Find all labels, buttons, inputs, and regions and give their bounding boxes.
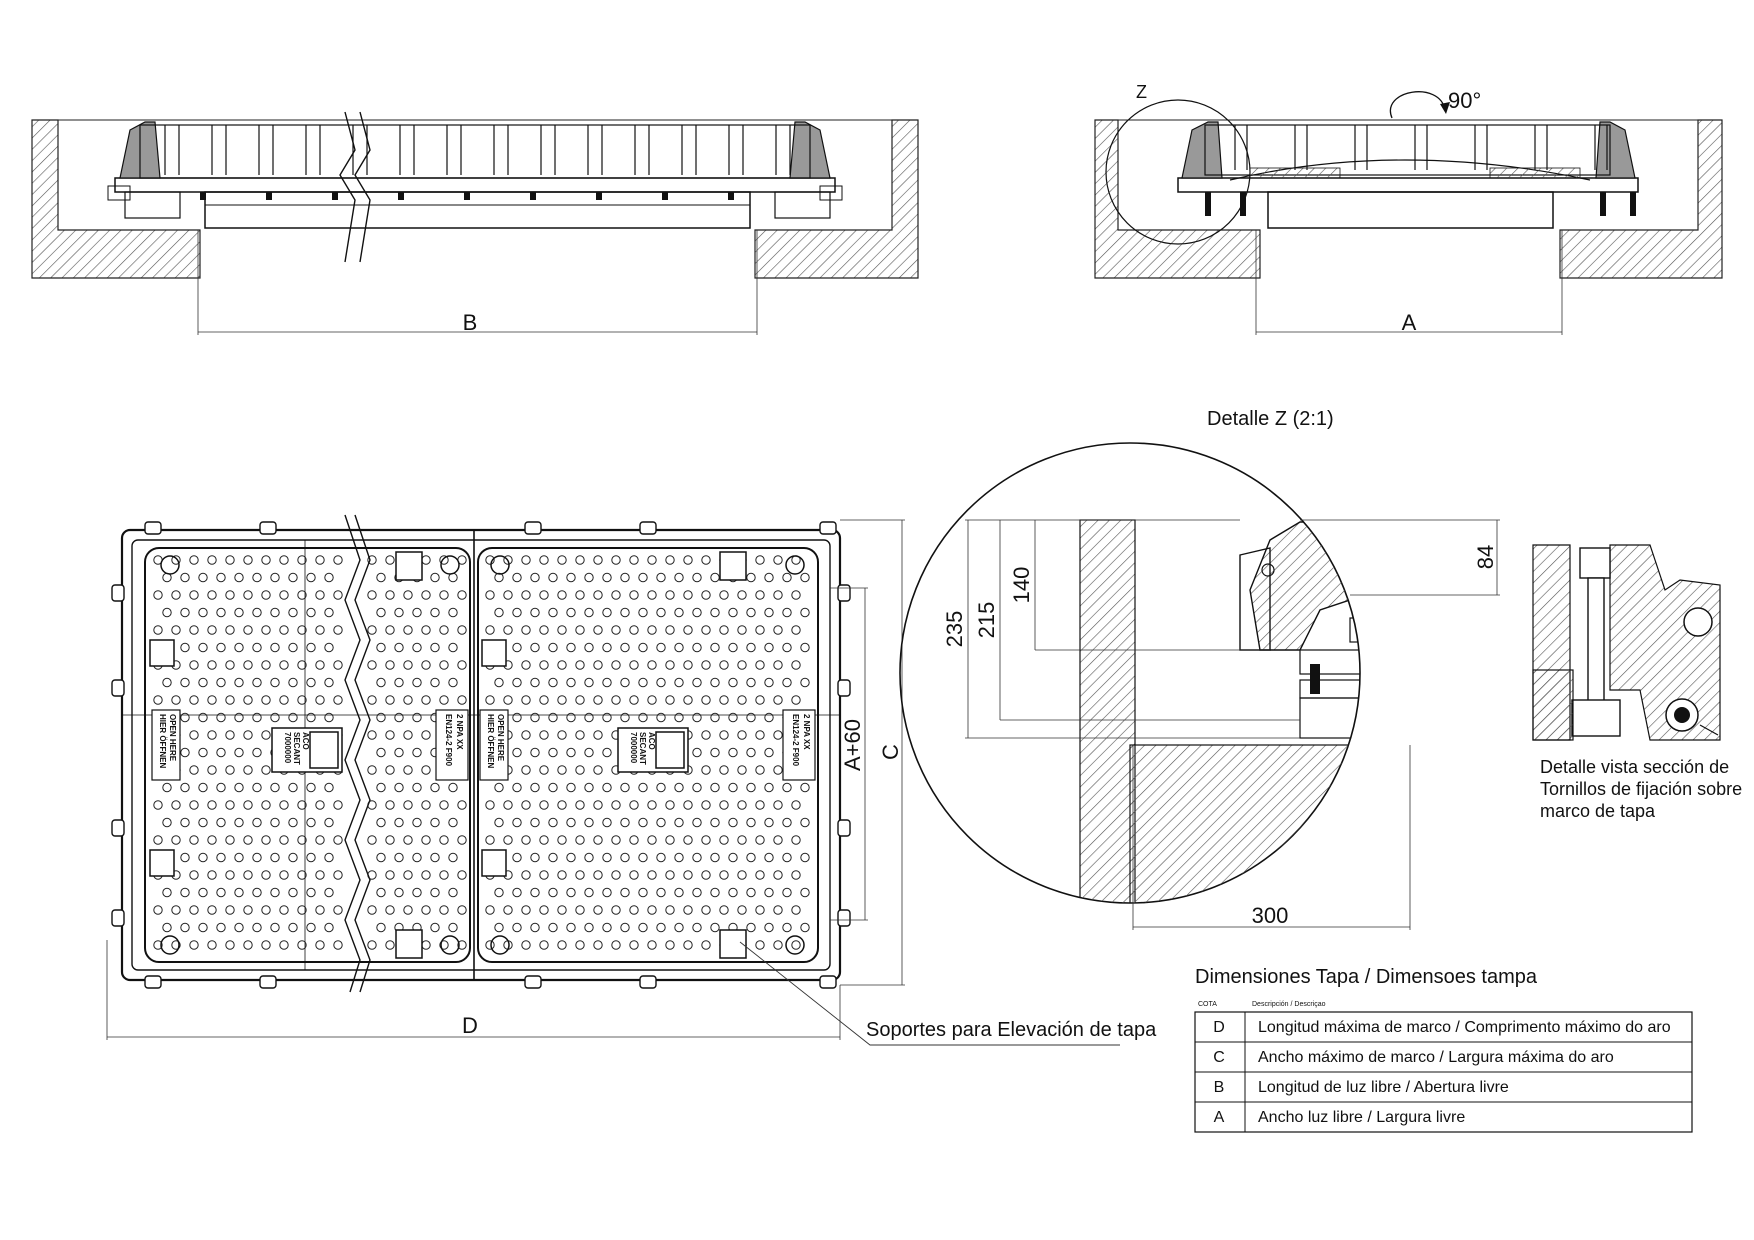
norm-strip-mid: EN124-2 F900 2 NPA XX bbox=[435, 709, 469, 781]
open-here-de-right: HIER ÖFFNEN bbox=[486, 714, 495, 768]
dimension-b-label: B bbox=[463, 310, 478, 335]
rotation-arrow-icon bbox=[1389, 91, 1446, 119]
class-text-mid: 2 NPA XX bbox=[455, 714, 464, 750]
dimensions-table: Dimensiones Tapa / Dimensoes tampa COTA … bbox=[1194, 966, 1693, 1133]
plate-brand-left: ACO bbox=[301, 732, 310, 750]
table-row-cota: B bbox=[1214, 1079, 1225, 1096]
dimension-235-label: 235 bbox=[942, 611, 967, 648]
table-title: Dimensiones Tapa / Dimensoes tampa bbox=[1195, 966, 1538, 988]
dimension-a60-label: A+60 bbox=[840, 719, 865, 771]
dimension-140-label: 140 bbox=[1009, 567, 1034, 604]
table-row-cota: C bbox=[1213, 1049, 1225, 1066]
plate-code-right: 7000000 bbox=[629, 732, 638, 764]
table-row-desc: Longitud máxima de marco / Comprimento m… bbox=[1258, 1019, 1671, 1036]
logo-plate-right: ACO SECANT 7000000 bbox=[617, 727, 689, 773]
supports-note: Soportes para Elevación de tapa bbox=[866, 1019, 1157, 1041]
table-col-desc: Descripción / Descriçao bbox=[1252, 1001, 1326, 1008]
table-row-desc: Ancho luz libre / Largura livre bbox=[1258, 1109, 1465, 1126]
rotation-label: 90° bbox=[1448, 88, 1481, 113]
dimension-84-label: 84 bbox=[1473, 545, 1498, 569]
open-here-en-left: OPEN HERE bbox=[168, 714, 177, 762]
plate-code-left: 7000000 bbox=[283, 732, 292, 764]
norm-text-right: EN124-2 F900 bbox=[791, 714, 800, 767]
open-here-en-right: OPEN HERE bbox=[496, 714, 505, 762]
detail-z-circle bbox=[1105, 99, 1251, 245]
norm-strip-right: EN124-2 F900 2 NPA XX bbox=[782, 709, 816, 781]
open-here-de-left: HIER ÖFFNEN bbox=[158, 714, 167, 768]
table-row-cota: A bbox=[1214, 1109, 1225, 1126]
table-row-desc: Longitud de luz libre / Abertura livre bbox=[1258, 1079, 1509, 1096]
bolt-note-line2: Tornillos de fijación sobre bbox=[1540, 779, 1742, 799]
plate-product-right: SECANT bbox=[638, 732, 647, 765]
plate-brand-right: ACO bbox=[647, 732, 656, 750]
norm-strip-left: HIER ÖFFNEN OPEN HERE bbox=[151, 709, 181, 781]
bolt-note-line3: marco de tapa bbox=[1540, 801, 1656, 821]
dimension-300-label: 300 bbox=[1252, 903, 1289, 928]
norm-text-mid: EN124-2 F900 bbox=[444, 714, 453, 767]
section-view-length: B bbox=[31, 111, 919, 335]
plan-view: ACO SECANT 7000000 ACO SECANT 7000000 HI… bbox=[106, 514, 1157, 1046]
dimension-d-label: D bbox=[462, 1013, 478, 1038]
svg-text:XXXXX: XXXXX bbox=[1430, 619, 1490, 639]
detail-z-view: Detalle Z (2:1) XXXXX 235 215 140 bbox=[899, 408, 1500, 930]
detail-z-title: Detalle Z (2:1) bbox=[1207, 408, 1334, 430]
dimension-a-label: A bbox=[1402, 310, 1417, 335]
detail-marker-z: Z bbox=[1136, 82, 1147, 102]
logo-plate-left: ACO SECANT 7000000 bbox=[271, 727, 343, 773]
table-col-cota: COTA bbox=[1198, 1001, 1217, 1008]
dimension-c-label: C bbox=[878, 744, 903, 760]
section-view-width: Z 90° A bbox=[1094, 82, 1723, 335]
plate-product-left: SECANT bbox=[292, 732, 301, 765]
bolt-section-detail: Detalle vista sección de Tornillos de fi… bbox=[1532, 544, 1742, 821]
norm-strip-mid2: HIER ÖFFNEN OPEN HERE bbox=[479, 709, 509, 781]
class-text-right: 2 NPA XX bbox=[802, 714, 811, 750]
dimension-215-label: 215 bbox=[974, 602, 999, 639]
table-row-desc: Ancho máximo de marco / Largura máxima d… bbox=[1258, 1049, 1614, 1066]
table-row-cota: D bbox=[1213, 1019, 1225, 1036]
bolt-note-line1: Detalle vista sección de bbox=[1540, 757, 1729, 777]
